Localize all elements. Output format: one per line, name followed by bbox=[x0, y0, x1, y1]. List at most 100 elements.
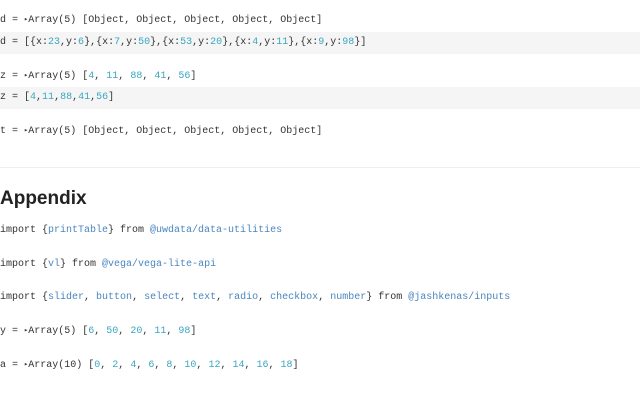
code-text: z = bbox=[0, 71, 25, 82]
appendix-heading: Appendix bbox=[0, 188, 87, 209]
number-value: 9 bbox=[318, 37, 325, 48]
code-text: , bbox=[94, 326, 107, 337]
cell-z-output[interactable]: z = ▸Array(5) [4, 11, 88, 41, 56] bbox=[0, 65, 640, 87]
code-text: ,y: bbox=[324, 37, 343, 48]
number-value: 14 bbox=[232, 360, 245, 371]
import-reference: radio bbox=[228, 292, 259, 303]
code-text: , bbox=[54, 92, 61, 103]
number-value: 16 bbox=[256, 360, 269, 371]
import-reference: printTable bbox=[48, 225, 109, 236]
code-text: , bbox=[142, 326, 155, 337]
code-text: } from bbox=[366, 292, 409, 303]
code-text: import { bbox=[0, 225, 49, 236]
number-value: 4 bbox=[130, 360, 137, 371]
number-value: 2 bbox=[112, 360, 119, 371]
code-text: Array(10) [ bbox=[28, 360, 95, 371]
number-value: 18 bbox=[280, 360, 293, 371]
expand-triangle-icon[interactable]: ▸ bbox=[24, 72, 29, 80]
code-text: Array(5) [Object, Object, Object, Object… bbox=[28, 15, 323, 26]
code-text: ,y: bbox=[60, 37, 79, 48]
code-text: Array(5) [ bbox=[28, 326, 89, 337]
code-text: },{x: bbox=[84, 37, 115, 48]
expand-triangle-icon[interactable]: ▸ bbox=[24, 127, 29, 135]
code-text: , bbox=[196, 360, 209, 371]
cell-import-printtable[interactable]: import {printTable} from @uwdata/data-ut… bbox=[0, 220, 640, 242]
code-text: ] bbox=[190, 71, 197, 82]
code-text: y = bbox=[0, 326, 25, 337]
code-text: , bbox=[180, 292, 193, 303]
code-text: ,y: bbox=[192, 37, 211, 48]
import-reference: number bbox=[330, 292, 367, 303]
code-text: , bbox=[244, 360, 257, 371]
number-value: 6 bbox=[148, 360, 155, 371]
code-text: , bbox=[118, 71, 131, 82]
code-text: , bbox=[118, 326, 131, 337]
code-text: d = [{x: bbox=[0, 37, 49, 48]
code-text: z = [ bbox=[0, 92, 31, 103]
import-reference: button bbox=[96, 292, 133, 303]
code-text: import { bbox=[0, 292, 49, 303]
cell-d-output[interactable]: d = ▸Array(5) [Object, Object, Object, O… bbox=[0, 9, 640, 31]
number-value: 88 bbox=[130, 71, 143, 82]
import-reference: @uwdata/data-utilities bbox=[150, 225, 283, 236]
code-text: a = bbox=[0, 360, 25, 371]
import-reference: checkbox bbox=[270, 292, 319, 303]
code-text: ] bbox=[292, 360, 299, 371]
code-text: , bbox=[72, 92, 79, 103]
cell-import-vl[interactable]: import {vl} from @vega/vega-lite-api bbox=[0, 254, 640, 276]
number-value: 41 bbox=[154, 71, 167, 82]
number-value: 56 bbox=[178, 71, 191, 82]
number-value: 8 bbox=[166, 360, 173, 371]
code-text: t = bbox=[0, 126, 25, 137]
code-text: Array(5) [Object, Object, Object, Object… bbox=[28, 126, 323, 137]
code-text: Array(5) [ bbox=[28, 71, 89, 82]
code-text: , bbox=[166, 71, 179, 82]
number-value: 98 bbox=[342, 37, 355, 48]
expand-triangle-icon[interactable]: ▸ bbox=[24, 327, 29, 335]
number-value: 20 bbox=[130, 326, 143, 337]
code-text: },{x: bbox=[288, 37, 319, 48]
code-text: , bbox=[220, 360, 233, 371]
number-value: 7 bbox=[114, 37, 121, 48]
code-text: , bbox=[90, 92, 97, 103]
import-reference: text bbox=[192, 292, 217, 303]
code-text: },{x: bbox=[150, 37, 181, 48]
code-text: , bbox=[94, 71, 107, 82]
code-text: , bbox=[100, 360, 113, 371]
code-text: ] bbox=[190, 326, 197, 337]
code-text: , bbox=[154, 360, 167, 371]
number-value: 20 bbox=[210, 37, 223, 48]
import-reference: @vega/vega-lite-api bbox=[102, 259, 217, 270]
cell-y-output[interactable]: y = ▸Array(5) [6, 50, 20, 11, 98] bbox=[0, 320, 640, 342]
import-reference: select bbox=[144, 292, 181, 303]
section-divider bbox=[0, 167, 640, 168]
code-text: d = bbox=[0, 15, 25, 26]
cell-d-source[interactable]: d = [{x:23,y:6},{x:7,y:50},{x:53,y:20},{… bbox=[0, 32, 640, 54]
number-value: 6 bbox=[78, 37, 85, 48]
number-value: 53 bbox=[180, 37, 193, 48]
code-text: import { bbox=[0, 259, 49, 270]
code-text: } from bbox=[60, 259, 103, 270]
number-value: 56 bbox=[96, 92, 109, 103]
cell-t-output[interactable]: t = ▸Array(5) [Object, Object, Object, O… bbox=[0, 120, 640, 142]
code-text: , bbox=[172, 360, 185, 371]
number-value: 4 bbox=[30, 92, 37, 103]
number-value: 11 bbox=[154, 326, 167, 337]
code-text: , bbox=[166, 326, 179, 337]
number-value: 4 bbox=[88, 71, 95, 82]
code-text: }] bbox=[354, 37, 367, 48]
import-reference: @jashkenas/inputs bbox=[408, 292, 511, 303]
code-text: , bbox=[268, 360, 281, 371]
cell-z-source[interactable]: z = [4,11,88,41,56] bbox=[0, 87, 640, 109]
number-value: 12 bbox=[208, 360, 221, 371]
number-value: 23 bbox=[48, 37, 61, 48]
cell-a-output[interactable]: a = ▸Array(10) [0, 2, 4, 6, 8, 10, 12, 1… bbox=[0, 354, 640, 376]
number-value: 11 bbox=[276, 37, 289, 48]
code-text: , bbox=[258, 292, 271, 303]
expand-triangle-icon[interactable]: ▸ bbox=[24, 16, 29, 24]
code-text: },{x: bbox=[222, 37, 253, 48]
code-text: , bbox=[318, 292, 331, 303]
expand-triangle-icon[interactable]: ▸ bbox=[24, 361, 29, 369]
cell-import-inputs[interactable]: import {slider, button, select, text, ra… bbox=[0, 287, 640, 309]
code-text: ] bbox=[108, 92, 115, 103]
